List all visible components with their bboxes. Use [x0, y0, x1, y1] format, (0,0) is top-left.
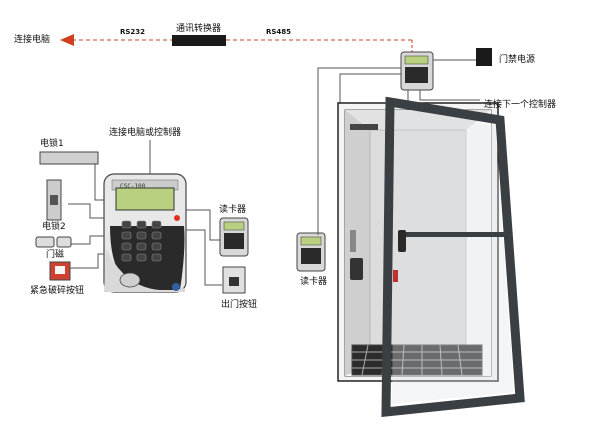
emergency-break-button	[49, 261, 71, 281]
label-lock2: 电锁2	[42, 222, 66, 232]
exit-push-button	[222, 266, 246, 294]
wall-opening	[337, 102, 499, 382]
label-converter: 通讯转换器	[176, 24, 222, 34]
controller-keypad	[121, 220, 162, 262]
label-lock1: 电锁1	[40, 139, 64, 149]
label-rs485: RS485	[266, 28, 292, 36]
label-card-reader-left: 读卡器	[300, 277, 328, 287]
label-emergency-button: 紧急破碎按钮	[30, 286, 85, 296]
controller-card-reader	[219, 217, 249, 257]
label-card-reader-right: 读卡器	[219, 205, 247, 215]
label-controller-model: CSC-100	[120, 183, 146, 190]
label-magnet: 门磁	[46, 250, 65, 260]
label-to-pc: 连接电脑	[14, 35, 51, 45]
top-card-reader	[400, 51, 434, 91]
door-magnet-sensor	[35, 236, 72, 248]
communication-converter-device	[172, 35, 226, 46]
door-lock-indicator	[393, 270, 398, 282]
wall-card-reader	[350, 230, 363, 280]
label-door-power: 门禁电源	[499, 55, 536, 65]
arrow-left-icon	[60, 34, 74, 46]
label-next-controller: 连接下一个控制器	[484, 100, 557, 110]
door-handle	[398, 230, 406, 252]
floor-grid	[351, 344, 483, 376]
open-door	[381, 96, 525, 418]
label-to-pc-or-controller: 连接电脑或控制器	[109, 128, 182, 138]
pc-link-line	[60, 34, 413, 52]
label-exit-button: 出门按钮	[221, 300, 258, 310]
label-rs232: RS232	[120, 28, 146, 36]
electric-lock-1	[39, 151, 99, 165]
door-crossbar	[398, 232, 506, 237]
electric-lock-2	[46, 179, 62, 221]
top-magnetic-lock	[350, 124, 378, 130]
left-card-reader	[296, 232, 326, 272]
door-power-supply	[476, 48, 492, 66]
